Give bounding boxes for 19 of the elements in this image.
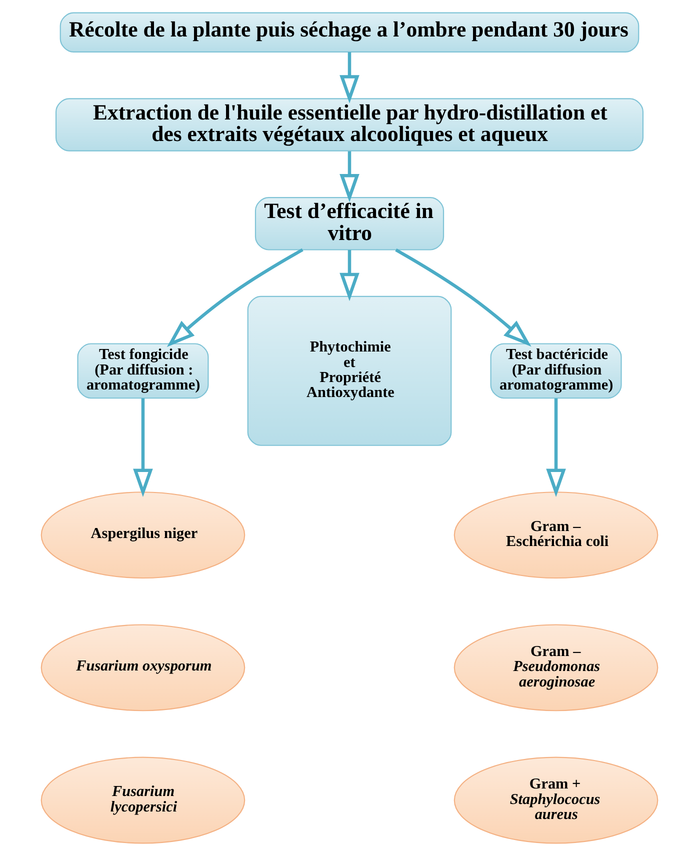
node-ellipse: Gram + Staphylococus aureus — [454, 756, 658, 844]
arrow — [395, 248, 532, 347]
node-ellipse: Gram – Eschérichia coli — [454, 492, 658, 579]
arrow — [133, 398, 153, 498]
node-box: Phytochimie et Propriété Antioxydante — [247, 296, 452, 446]
arrow — [546, 398, 566, 498]
node-ellipse: Aspergilus niger — [40, 492, 246, 579]
node-box: Test d’efficacité in vitro — [254, 197, 444, 250]
arrow — [166, 248, 304, 347]
arrow — [340, 151, 360, 202]
node-box: Récolte de la plante puis séchage a l’ombre pendant 30 jours — [60, 12, 640, 52]
node-box: Test fongicide (Par diffusion : aromatogramme) — [77, 343, 209, 399]
arrow — [340, 52, 360, 104]
node-ellipse: Gram – Pseudomonas aeroginosae — [454, 624, 658, 712]
node-box: Extraction de l'huile essentielle par hydro-distillation et des extraits végétaux alcooliques et aqueux — [55, 98, 644, 152]
node-ellipse: Fusarium lycopersici — [40, 756, 246, 844]
arrow — [340, 250, 360, 302]
node-ellipse: Fusarium oxysporum — [40, 624, 246, 712]
node-box: Test bactéricide (Par diffusion aromatogramme) — [490, 343, 622, 399]
